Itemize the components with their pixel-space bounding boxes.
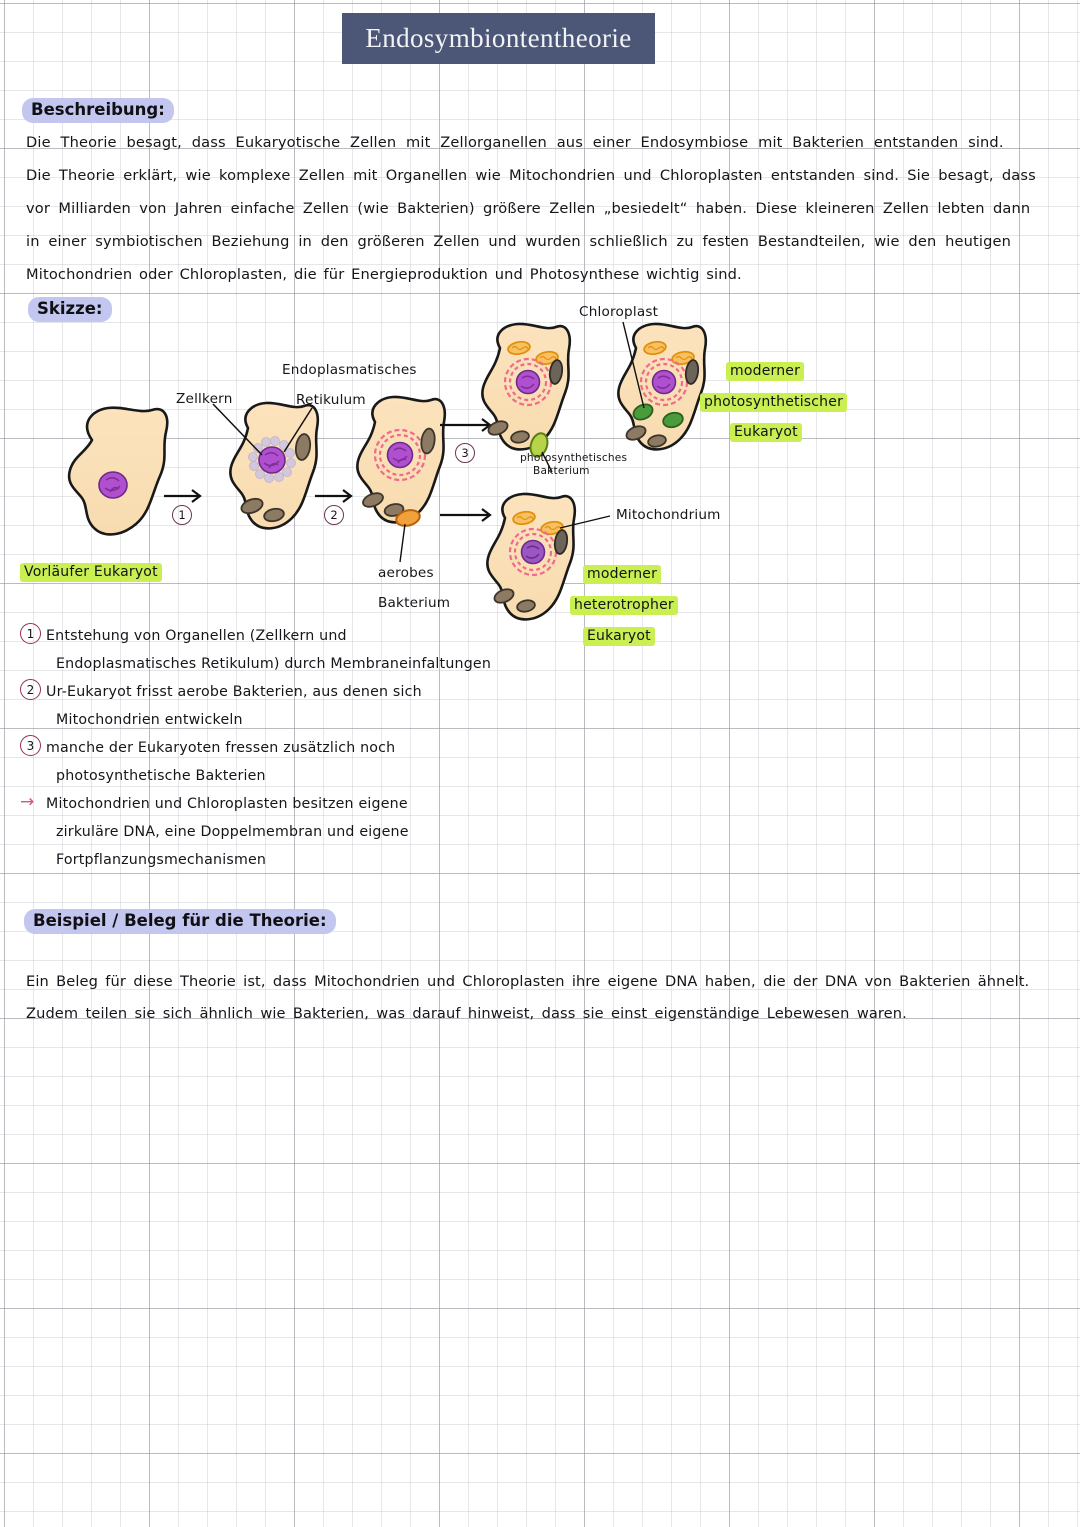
diagram-svg — [67, 321, 708, 621]
arrow-step-1 — [164, 489, 202, 503]
label-aerobes-line1: aerobes — [378, 565, 434, 581]
sketch-step-marker-1: 1 — [172, 505, 192, 525]
step-marker-1: 1 — [20, 623, 41, 644]
endosymbiosis-diagram: Zellkern Endoplasmatisches Retikulum Chl… — [0, 300, 1080, 646]
conclusion-line-1: Mitochondrien und Chloroplasten besitzen… — [46, 796, 408, 812]
beispiel-line-2: Zudem teilen sie sich ähnlich wie Bakter… — [26, 1005, 907, 1022]
caption-photo-eukaryot-line3: Eukaryot — [730, 423, 802, 442]
cell-modern-photosynthetic-eukaryote — [617, 321, 708, 451]
label-photobakterium-line1: photosynthetisches — [520, 452, 628, 464]
arrow-step-3 — [440, 418, 492, 432]
label-er-line1: Endoplasmatisches — [282, 362, 417, 378]
beschreibung-paragraph: Die Theorie besagt, dass Eukaryotische Z… — [26, 126, 1066, 291]
step-3-line-2: photosynthetische Bakterien — [56, 768, 266, 784]
beispiel-paragraph: Ein Beleg für diese Theorie ist, dass Mi… — [26, 966, 1066, 1030]
step-3-line-1: manche der Eukaryoten fressen zusätzlich… — [46, 740, 396, 756]
beschreibung-line-4: in einer symbiotischen Beziehung in den … — [26, 233, 1012, 250]
caption-photo-eukaryot-line2: photosynthetischer — [700, 393, 848, 412]
beispiel-line-1: Ein Beleg für diese Theorie ist, dass Mi… — [26, 973, 1030, 990]
cell-engulfing-aerobic-bacterium — [356, 395, 447, 563]
beschreibung-line-2: Die Theorie erklärt, wie komplexe Zellen… — [26, 167, 1036, 184]
label-mitochondrium: Mitochondrium — [616, 507, 721, 523]
step-item-1: 1 Entstehung von Organellen (Zellkern un… — [20, 622, 492, 678]
conclusion-line-3: Fortpflanzungsmechanismen — [56, 852, 267, 868]
caption-hetero-eukaryot-line1: moderner — [583, 565, 662, 584]
step-1-line-2: Endoplasmatisches Retikulum) durch Membr… — [56, 656, 492, 672]
heading-beispiel-beleg: Beispiel / Beleg für die Theorie: — [24, 909, 336, 935]
step-marker-3: 3 — [20, 735, 41, 756]
step-2-line-2: Mitochondrien entwickeln — [56, 712, 243, 728]
caption-vorlaeufer-eukaryot: Vorläufer Eukaryot — [20, 563, 162, 582]
caption-photo-eukaryot-line1: moderner — [726, 362, 805, 381]
cell-with-nucleus-and-er — [212, 401, 320, 530]
arrow-step-2 — [315, 489, 353, 503]
beschreibung-line-5: Mitochondrien oder Chloroplasten, die fü… — [26, 266, 742, 283]
step-2-line-1: Ur-Eukaryot frisst aerobe Bakterien, aus… — [46, 684, 422, 700]
caption-hetero-eukaryot-line2: heterotropher — [570, 596, 678, 615]
heading-skizze: Skizze: — [28, 297, 112, 323]
label-photobakterium-line2: Bakterium — [533, 465, 590, 477]
caption-hetero-eukaryot-line3: Eukaryot — [583, 627, 655, 646]
label-zellkern: Zellkern — [176, 391, 233, 407]
label-chloroplast: Chloroplast — [579, 304, 659, 320]
step-item-conclusion: → Mitochondrien und Chloroplasten besitz… — [20, 790, 490, 874]
sketch-step-marker-2: 2 — [324, 505, 344, 525]
page-title: Endosymbiontentheorie — [365, 23, 632, 53]
cell-modern-heterotrophic-eukaryote — [486, 492, 611, 621]
sketch-step-marker-3: 3 — [455, 443, 475, 463]
heading-beschreibung: Beschreibung: — [22, 98, 174, 124]
cell-vorlaeufer-eukaryot — [67, 406, 169, 536]
label-aerobes-line2: Bakterium — [378, 595, 451, 611]
step-marker-2: 2 — [20, 679, 41, 700]
label-er-line2: Retikulum — [296, 392, 366, 408]
steps-list: 1 Entstehung von Organellen (Zellkern un… — [20, 622, 492, 874]
conclusion-line-2: zirkuläre DNA, eine Doppelmembran und ei… — [56, 824, 409, 840]
step-item-3: 3 manche der Eukaryoten fressen zusätzli… — [20, 734, 490, 790]
arrow-marker-icon: → — [20, 792, 35, 812]
beschreibung-line-1: Die Theorie besagt, dass Eukaryotische Z… — [26, 134, 1004, 151]
step-1-line-1: Entstehung von Organellen (Zellkern und — [46, 628, 347, 644]
step-item-2: 2 Ur-Eukaryot frisst aerobe Bakterien, a… — [20, 678, 490, 734]
arrow-to-heterotroph — [440, 508, 492, 522]
cell-engulfing-photosynthetic-bacterium — [481, 322, 572, 473]
beschreibung-line-3: vor Milliarden von Jahren einfache Zelle… — [26, 200, 1031, 217]
page-title-banner: Endosymbiontentheorie — [342, 13, 655, 64]
